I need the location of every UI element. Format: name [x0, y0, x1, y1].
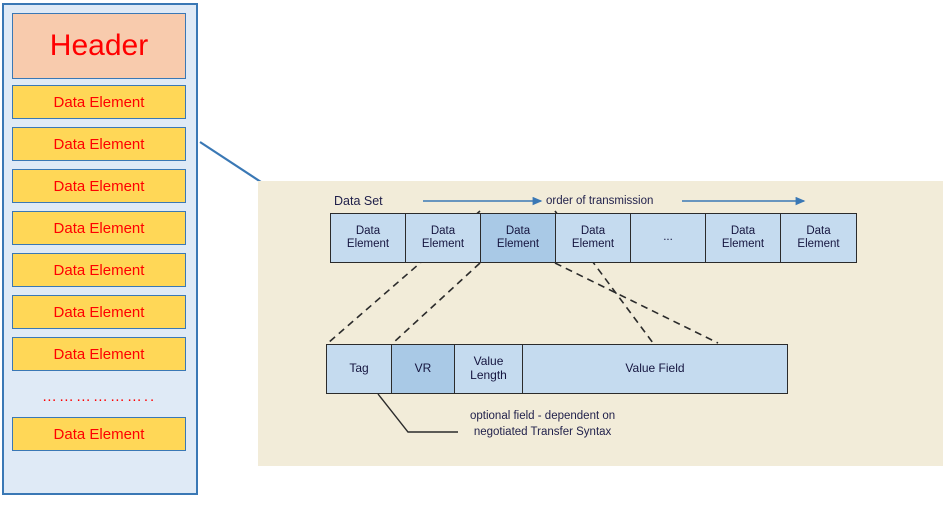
detail-cell-value-length[interactable]: Value Length — [455, 345, 523, 393]
data-element-label: Data Element — [53, 219, 145, 237]
data-set-row: Data Element Data Element Data Element D… — [330, 213, 857, 263]
dataset-cell-line1: Data — [505, 224, 531, 237]
data-element-block-last[interactable]: Data Element — [12, 417, 186, 451]
dataset-cell-7[interactable]: Data Element — [781, 214, 856, 262]
data-element-block-4[interactable]: Data Element — [12, 211, 186, 245]
dataset-cell-line1: ... — [663, 231, 673, 244]
order-of-transmission-label: order of transmission — [546, 195, 654, 207]
dataset-cell-line1: Data — [580, 224, 606, 237]
data-element-detail-row: Tag VR Value Length Value Field — [326, 344, 788, 394]
data-element-block-3[interactable]: Data Element — [12, 169, 186, 203]
detail-cell-line1: Value Field — [625, 361, 685, 376]
detail-cell-vr-highlighted[interactable]: VR — [392, 345, 455, 393]
data-element-label: Data Element — [53, 93, 145, 111]
vr-annotation: optional field - dependent on negotiated… — [470, 409, 615, 440]
dataset-cell-line2: Element — [571, 238, 615, 250]
data-element-label: Data Element — [53, 303, 145, 321]
dataset-cell-ellipsis: ... — [631, 214, 706, 262]
ellipsis-divider: ……………….. — [12, 383, 186, 409]
detail-cell-line1: Tag — [349, 361, 369, 376]
detail-cell-line2: Length — [470, 368, 507, 382]
detail-cell-line1: VR — [414, 361, 432, 376]
data-element-block-7[interactable]: Data Element — [12, 337, 186, 371]
ellipsis-label: ……………….. — [41, 387, 157, 405]
dataset-cell-6[interactable]: Data Element — [706, 214, 781, 262]
vr-annotation-line1: optional field - dependent on — [470, 410, 616, 422]
dataset-cell-line2: Element — [346, 238, 390, 250]
dataset-cell-3-highlighted[interactable]: Data Element — [481, 214, 556, 262]
data-element-label: Data Element — [53, 135, 145, 153]
data-set-label: Data Set — [334, 194, 383, 208]
dicom-file-structure-panel: Header Data Element Data Element Data El… — [2, 3, 198, 495]
dataset-cell-4[interactable]: Data Element — [556, 214, 631, 262]
data-element-label: Data Element — [53, 261, 145, 279]
data-element-block-5[interactable]: Data Element — [12, 253, 186, 287]
data-element-label: Data Element — [53, 345, 145, 363]
detail-cell-tag[interactable]: Tag — [327, 345, 392, 393]
data-element-label: Data Element — [53, 425, 145, 443]
dataset-cell-1[interactable]: Data Element — [331, 214, 406, 262]
detail-cell-value-field[interactable]: Value Field — [523, 345, 787, 393]
detail-cell-line1: Value — [473, 354, 504, 369]
dataset-cell-2[interactable]: Data Element — [406, 214, 481, 262]
vr-annotation-line2: negotiated Transfer Syntax — [473, 425, 612, 438]
dicom-data-set-diagram: Data Set order of transmission Data Elem… — [258, 181, 943, 466]
file-header-label: Header — [49, 29, 149, 62]
data-element-block-6[interactable]: Data Element — [12, 295, 186, 329]
data-element-block-1[interactable]: Data Element — [12, 85, 186, 119]
dataset-cell-line1: Data — [730, 224, 756, 237]
dataset-cell-line2: Element — [421, 238, 465, 250]
data-element-block-2[interactable]: Data Element — [12, 127, 186, 161]
dataset-cell-line1: Data — [806, 224, 831, 237]
dataset-cell-line1: Data — [430, 224, 456, 237]
dataset-cell-line2: Element — [496, 238, 540, 250]
dataset-cell-line2: Element — [721, 238, 765, 250]
data-element-label: Data Element — [53, 177, 145, 195]
dataset-cell-line2: Element — [797, 238, 840, 250]
file-header-block[interactable]: Header — [12, 13, 186, 79]
dataset-cell-line1: Data — [355, 224, 381, 237]
diagram-leader-lines — [327, 196, 806, 433]
